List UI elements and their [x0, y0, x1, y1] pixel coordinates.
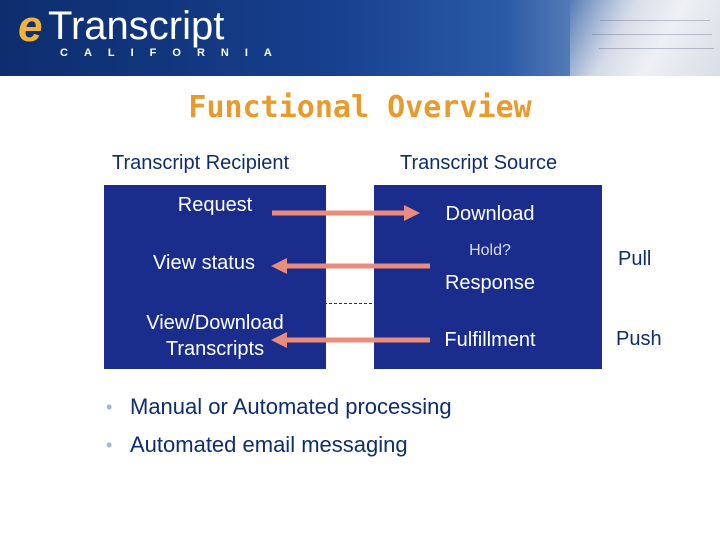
slide-title: Functional Overview	[188, 90, 532, 125]
cell-download: Download	[445, 203, 535, 225]
cell-response: Response	[444, 272, 536, 294]
arrow-response-to-view-status	[271, 258, 430, 274]
cell-view-download-line2: Transcripts	[165, 338, 265, 360]
paper-line	[592, 34, 712, 35]
header-banner: e Transcript CALIFORNIA	[0, 0, 720, 76]
paper-line	[599, 48, 714, 49]
arrow-fulfillment-to-view-download	[271, 332, 430, 348]
logo-subtitle: CALIFORNIA	[60, 47, 288, 59]
column-header-recipient: Transcript Recipient	[112, 152, 290, 174]
column-header-source: Transcript Source	[400, 152, 558, 174]
arrow-request-to-download	[272, 205, 420, 221]
bullet-text: Automated email messaging	[130, 432, 408, 457]
logo-e: e	[18, 2, 43, 51]
section-divider	[104, 303, 602, 304]
label-pull: Pull	[618, 248, 652, 270]
bullet-text: Manual or Automated processing	[130, 394, 452, 419]
bullet-list: • Manual or Automated processing • Autom…	[106, 388, 452, 464]
cell-hold: Hold?	[469, 242, 511, 259]
bullet-dot-icon: •	[106, 434, 113, 455]
bullet-dot-icon: •	[106, 396, 113, 417]
cell-request: Request	[177, 194, 253, 216]
bullet-item: • Manual or Automated processing	[106, 388, 452, 426]
label-push: Push	[616, 328, 662, 350]
cell-view-download-line1: View/Download	[146, 312, 284, 334]
paper-line	[600, 20, 710, 21]
header-paper-decoration	[570, 0, 720, 76]
cell-view-download: View/Download Transcripts	[104, 310, 326, 362]
cell-view-status: View status	[153, 252, 255, 274]
bullet-item: • Automated email messaging	[106, 426, 452, 464]
logo-text: Transcript	[48, 4, 225, 48]
cell-fulfillment: Fulfillment	[444, 329, 536, 351]
